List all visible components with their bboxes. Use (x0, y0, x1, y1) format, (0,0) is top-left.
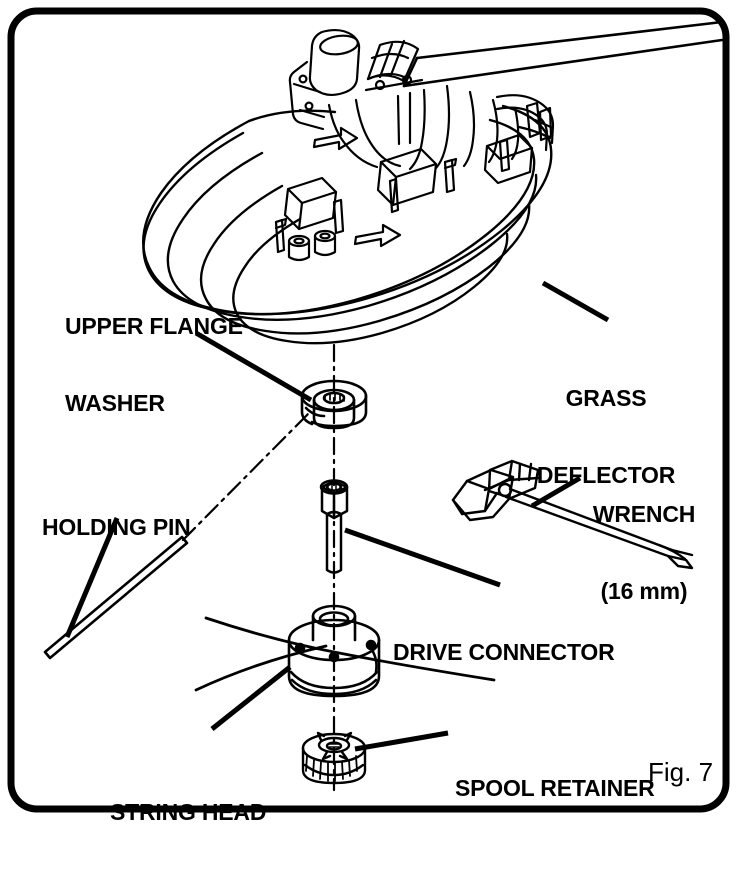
deflector-molded-features (274, 101, 553, 262)
label-drive-connector-line1: DRIVE CONNECTOR (393, 638, 615, 665)
label-wrench: WRENCH (16 mm) (586, 450, 702, 656)
label-holding-pin-line1: HOLDING PIN (42, 513, 191, 540)
holding-pin-axis (181, 411, 311, 542)
leader-holding-pin (64, 517, 120, 638)
leader-spool-retainer (354, 730, 449, 752)
label-grass-deflector-line2: DEFLECTOR (536, 461, 676, 488)
label-wrench-line1: WRENCH (592, 500, 696, 527)
label-wrench-size: (16 mm) (600, 577, 688, 604)
gearbox-housing (288, 28, 555, 171)
figure-panel: UPPER FLANGE WASHER GRASS DEFLECTOR HOLD… (7, 7, 730, 825)
label-spool-retainer-line1: SPOOL RETAINER (455, 774, 655, 801)
drive-shaft (402, 20, 724, 88)
trimmer-lines (194, 616, 496, 692)
exploded-diagram-artwork (7, 7, 730, 813)
label-holding-pin: HOLDING PIN (42, 463, 191, 592)
leader-upper-flange-washer (194, 330, 313, 403)
label-upper-flange-washer-line1: UPPER FLANGE (65, 312, 243, 339)
label-grass-deflector-line1: GRASS (565, 384, 647, 411)
label-spool-retainer: SPOOL RETAINER (455, 724, 655, 853)
leader-wrench (530, 475, 582, 509)
direction-arrow-icon (312, 126, 402, 248)
leader-lines (64, 280, 610, 752)
label-upper-flange-washer-line2: WASHER (65, 389, 165, 416)
holding-pin (43, 535, 189, 660)
leader-string-head (210, 665, 292, 731)
wrench (451, 459, 694, 570)
figure-caption: Fig. 7 (648, 757, 714, 787)
string-head (287, 604, 381, 698)
leader-grass-deflector (541, 280, 610, 323)
leader-drive-connector (344, 527, 501, 588)
label-drive-connector: DRIVE CONNECTOR (393, 588, 615, 717)
label-upper-flange-washer: UPPER FLANGE WASHER (65, 262, 243, 468)
label-grass-deflector: GRASS DEFLECTOR (528, 334, 684, 540)
label-string-head-line1: STRING HEAD (110, 798, 267, 825)
label-string-head: STRING HEAD (110, 748, 266, 877)
drive-connector (319, 479, 349, 574)
grass-deflector (142, 104, 553, 345)
